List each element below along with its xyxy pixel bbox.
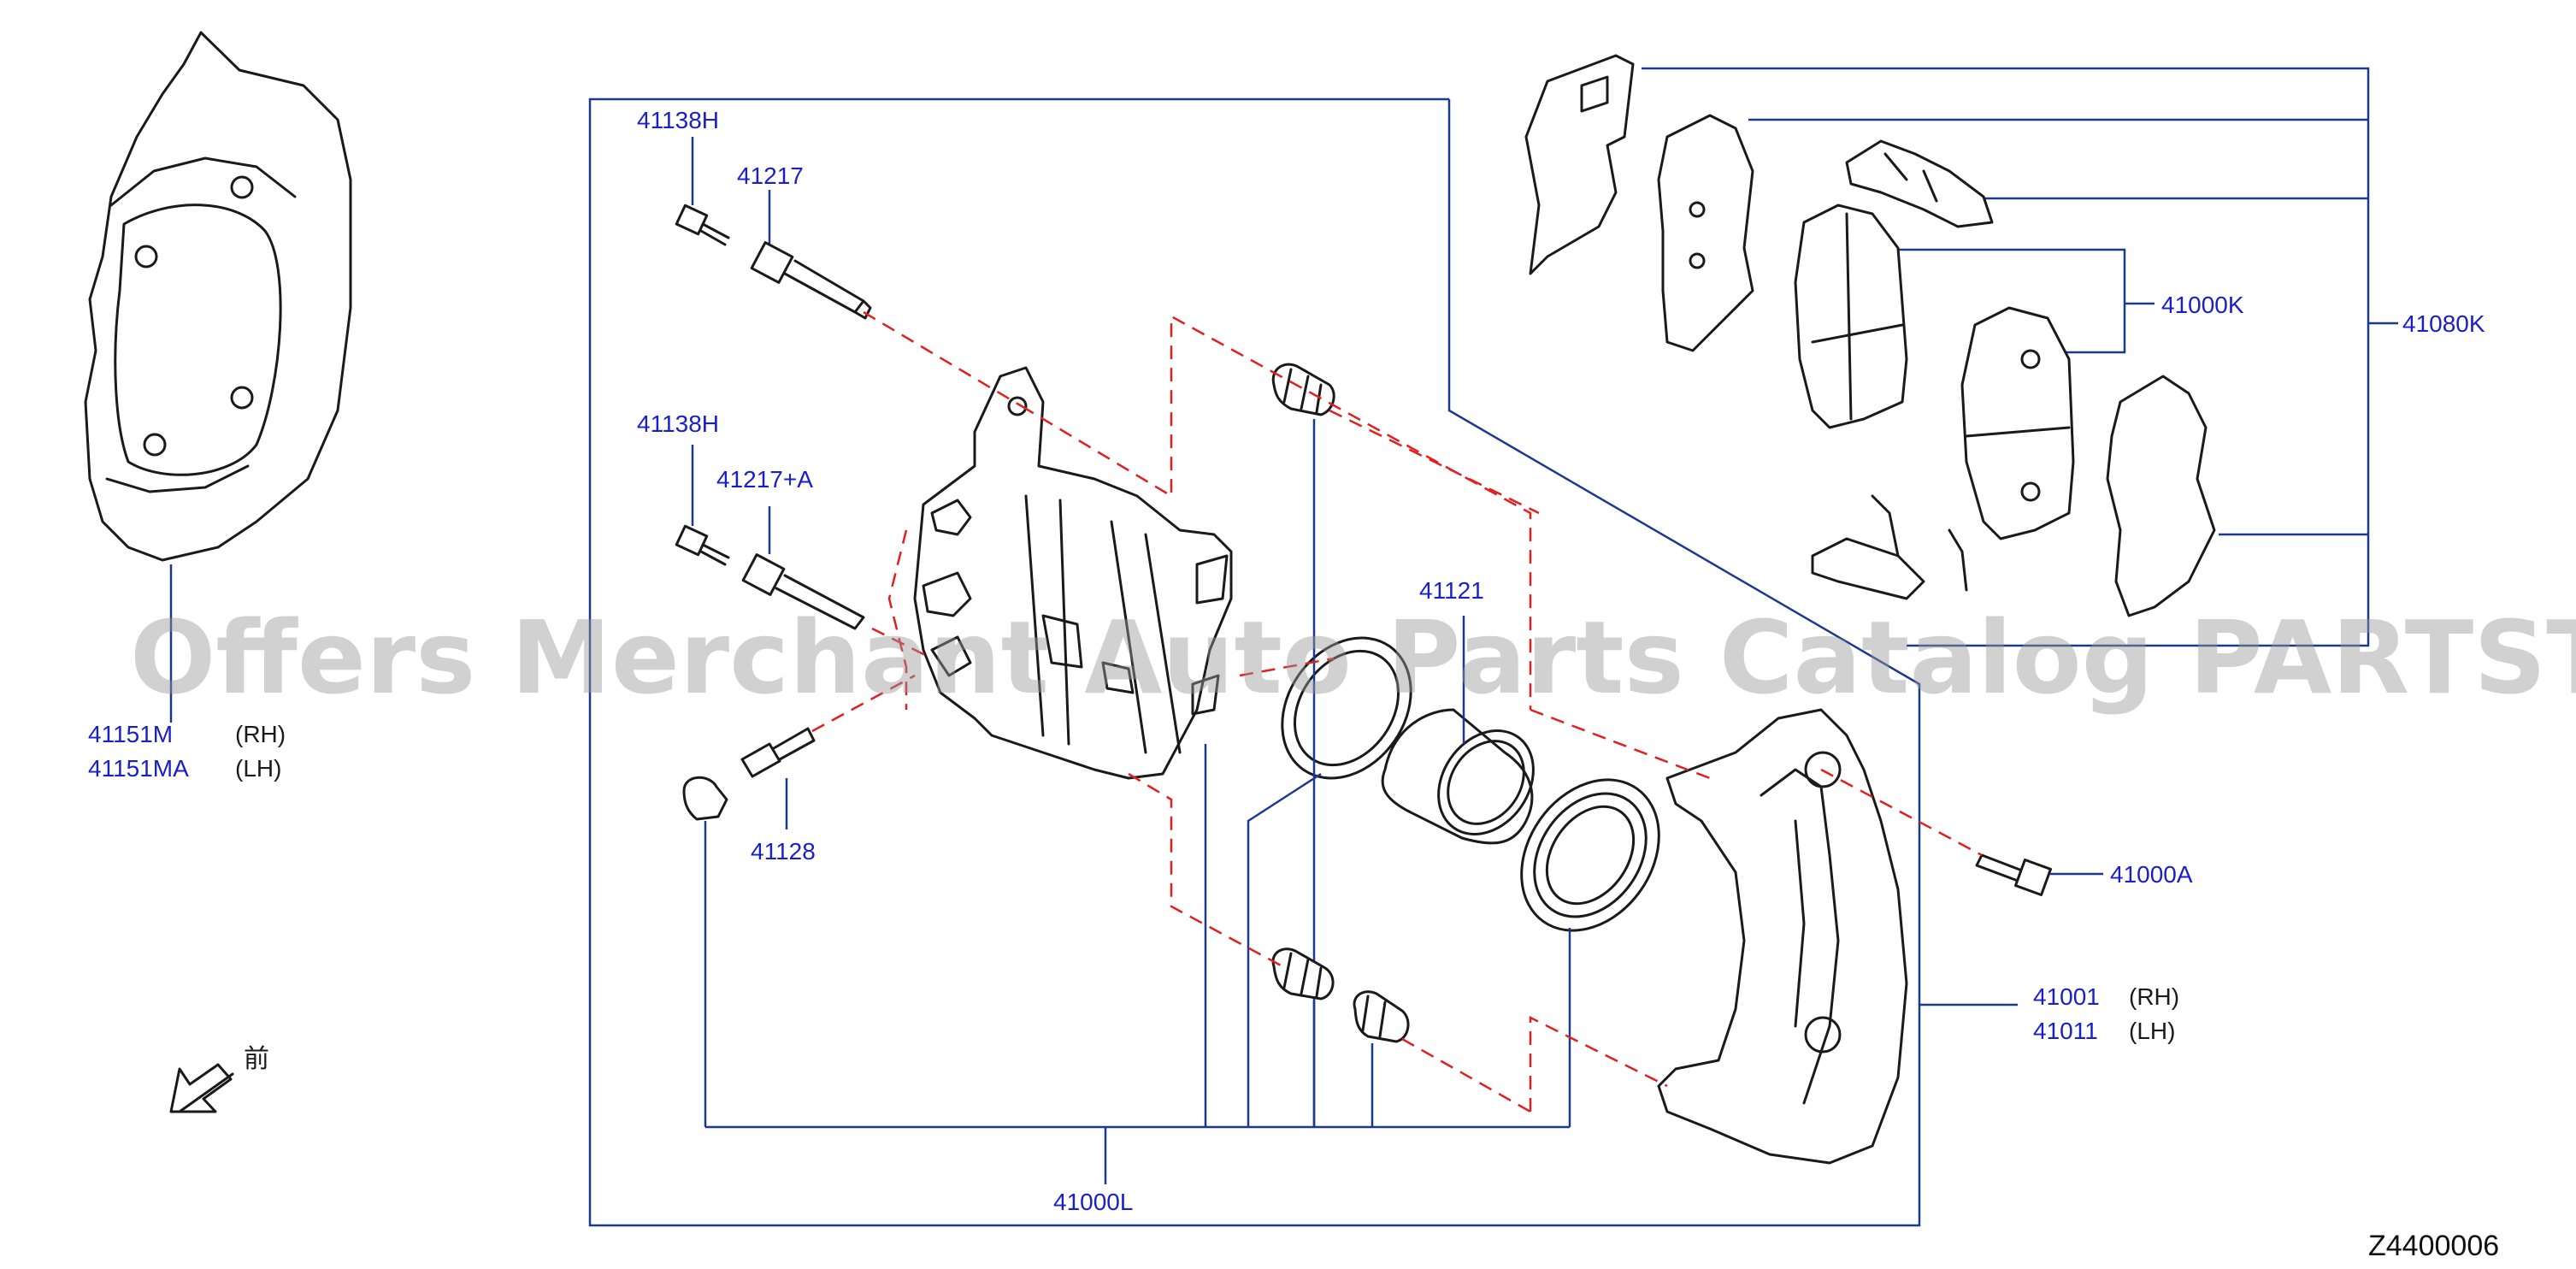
label-41000a[interactable]: 41000A <box>2110 861 2193 888</box>
bleeder-bolt-top <box>675 137 730 246</box>
pad-kit-frame <box>1642 67 2398 647</box>
label-41000l[interactable]: 41000L <box>1053 1189 1133 1215</box>
label-41080k[interactable]: 41080K <box>2402 310 2485 337</box>
watermark-text: Offers Merchant Auto Parts Catalog PARTS… <box>130 599 2576 717</box>
anti-squeal-shim-rear <box>2106 375 2216 617</box>
caliper-kit-collector <box>705 744 1570 1184</box>
piston-boot <box>1520 778 1660 1127</box>
brake-backing-plate <box>84 31 352 723</box>
label-41151m[interactable]: 41151M <box>88 721 173 747</box>
brake-pad-outer <box>1794 204 1908 429</box>
label-41128[interactable]: 41128 <box>751 838 816 865</box>
diagram-reference-number: Z4400006 <box>2368 1230 2499 1262</box>
label-41001-side: (RH) <box>2129 983 2179 1010</box>
brake-pad-inner <box>1960 306 2075 540</box>
guide-pin-upper <box>750 190 872 320</box>
caliper-support-bracket <box>1657 708 2018 1165</box>
label-41138h-top[interactable]: 41138H <box>637 107 719 133</box>
explode-lines <box>811 310 1983 1113</box>
label-41138h-mid[interactable]: 41138H <box>637 410 719 437</box>
pin-boot-lower-a <box>1271 947 1335 1127</box>
bleeder-cap <box>682 776 728 1127</box>
label-41121[interactable]: 41121 <box>1419 577 1484 604</box>
label-41151m-side: (RH) <box>235 721 286 747</box>
label-41000k[interactable]: 41000K <box>2161 292 2244 318</box>
label-41151ma-side: (LH) <box>235 755 281 782</box>
piston <box>1381 616 1535 845</box>
label-41217[interactable]: 41217 <box>737 162 804 189</box>
guide-pin-lower <box>741 506 865 630</box>
front-direction-arrow-icon: 前 <box>169 1044 269 1113</box>
bleeder-bolt-mid <box>675 445 730 566</box>
pad-spring-clip-top <box>1845 139 1994 228</box>
label-41011[interactable]: 41011 <box>2033 1018 2098 1044</box>
label-41001[interactable]: 41001 <box>2033 983 2100 1010</box>
mounting-bolt <box>1975 853 2103 897</box>
pad-spring-clip-bottom <box>1811 494 1968 600</box>
caliper-body <box>913 366 1233 780</box>
anti-squeal-shim-inner <box>1657 114 1754 352</box>
caliper-kit-frame <box>588 97 1921 1227</box>
pin-boot-upper <box>1271 363 1335 1127</box>
label-41011-side: (LH) <box>2129 1018 2175 1044</box>
label-41217-a[interactable]: 41217+A <box>716 466 813 493</box>
front-direction-label: 前 <box>244 1044 269 1074</box>
label-41151ma[interactable]: 41151MA <box>88 755 189 782</box>
pin-boot-lower-b <box>1353 990 1410 1127</box>
piston-seal <box>1247 636 1412 1127</box>
anti-squeal-shim-outer <box>1524 54 1635 275</box>
bleeder-screw <box>740 727 816 829</box>
